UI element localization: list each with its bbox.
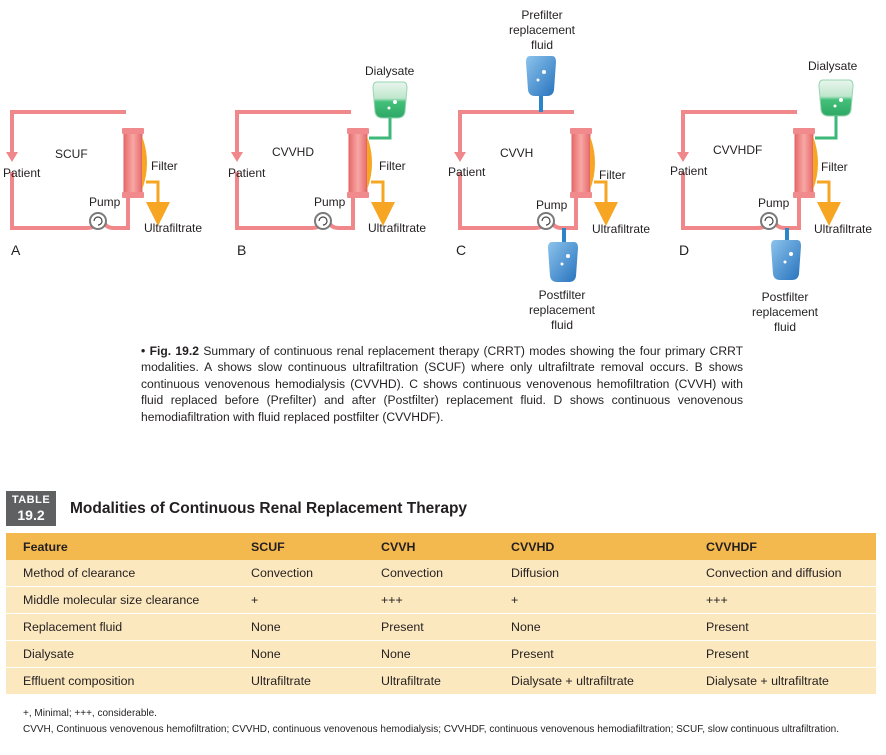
pump-label: Pump bbox=[89, 195, 121, 209]
table-row: Method of clearance Convection Convectio… bbox=[6, 560, 876, 587]
pump-label: Pump bbox=[536, 198, 568, 212]
table-cell: Dialysate + ultrafiltrate bbox=[706, 667, 876, 695]
panel-a-diagram bbox=[6, 110, 170, 230]
table-cell: Present bbox=[381, 613, 511, 641]
filter-label: Filter bbox=[821, 160, 848, 174]
mode-label: CVVHD bbox=[272, 145, 315, 159]
panel-letter: D bbox=[679, 242, 690, 258]
table-cell: Ultrafiltrate bbox=[381, 667, 511, 695]
table-cell: Ultrafiltrate bbox=[251, 667, 381, 695]
table-cell: None bbox=[251, 640, 381, 668]
table-row: Effluent composition Ultrafiltrate Ultra… bbox=[6, 667, 876, 695]
table-cell: Middle molecular size clearance bbox=[6, 586, 251, 614]
table-cell: Dialysate + ultrafiltrate bbox=[511, 667, 706, 695]
table-cell: +++ bbox=[381, 586, 511, 614]
table-row: Dialysate None None Present Present bbox=[6, 640, 876, 668]
table-cell: +++ bbox=[706, 586, 876, 614]
panel-b-diagram bbox=[231, 81, 408, 230]
table-badge-number: 19.2 bbox=[17, 507, 45, 523]
dialysate-label: Dialysate bbox=[365, 64, 415, 78]
panel-c-diagram bbox=[454, 56, 618, 282]
pump-icon bbox=[89, 212, 107, 230]
ultrafiltrate-label: Ultrafiltrate bbox=[368, 221, 427, 235]
patient-label: Patient bbox=[228, 166, 266, 180]
table-cell: Convection bbox=[381, 560, 511, 587]
table-cell: None bbox=[251, 613, 381, 641]
table-row: Replacement fluid None Present None Pres… bbox=[6, 613, 876, 641]
column-header: SCUF bbox=[251, 533, 381, 560]
ultrafiltrate-arrow bbox=[146, 180, 170, 226]
panel-letter: A bbox=[11, 242, 21, 258]
column-header: CVVHD bbox=[511, 533, 706, 560]
table-cell: Diffusion bbox=[511, 560, 706, 587]
pump-icon bbox=[760, 212, 778, 230]
filter-label: Filter bbox=[151, 159, 178, 173]
mode-label: SCUF bbox=[55, 147, 88, 161]
table-cell: Method of clearance bbox=[6, 560, 251, 587]
dialysate-bag-icon bbox=[818, 79, 854, 117]
table-badge: TABLE 19.2 bbox=[6, 491, 56, 526]
table-cell: Effluent composition bbox=[6, 667, 251, 695]
tubing bbox=[10, 110, 126, 154]
column-header: Feature bbox=[6, 533, 251, 560]
table-abbreviations: CVVH, Continuous venovenous hemofiltrati… bbox=[23, 724, 839, 735]
figure-caption: • Fig. 19.2 Summary of continuous renal … bbox=[141, 343, 743, 425]
mode-label: CVVHDF bbox=[713, 143, 763, 157]
filter-label: Filter bbox=[599, 168, 626, 182]
dialysate-bag-icon bbox=[372, 81, 408, 119]
prefilter-bag-icon bbox=[526, 56, 556, 96]
table-cell: Dialysate bbox=[6, 640, 251, 668]
column-header: CVVHDF bbox=[706, 533, 876, 560]
panel-d-diagram bbox=[677, 79, 854, 280]
table-cell: Replacement fluid bbox=[6, 613, 251, 641]
postfilter-bag-icon bbox=[548, 242, 578, 282]
postfilter-bag-icon bbox=[771, 240, 801, 280]
modalities-table: Feature SCUF CVVH CVVHD CVVHDF Method of… bbox=[6, 533, 876, 695]
table-cell: + bbox=[251, 586, 381, 614]
table-cell: + bbox=[511, 586, 706, 614]
table-row: Middle molecular size clearance + +++ + … bbox=[6, 586, 876, 614]
patient-label: Patient bbox=[670, 164, 708, 178]
tubing bbox=[235, 110, 351, 154]
crrt-figure bbox=[6, 56, 854, 282]
ultrafiltrate-label: Ultrafiltrate bbox=[144, 221, 203, 235]
column-header: CVVH bbox=[381, 533, 511, 560]
patient-label: Patient bbox=[448, 165, 486, 179]
table-cell: Present bbox=[511, 640, 706, 668]
panel-letter: C bbox=[456, 242, 467, 258]
ultrafiltrate-label: Ultrafiltrate bbox=[592, 222, 651, 236]
pump-label: Pump bbox=[758, 196, 790, 210]
table-cell: Present bbox=[706, 640, 876, 668]
table-header-row: Feature SCUF CVVH CVVHD CVVHDF bbox=[6, 533, 876, 560]
table-footnote: +, Minimal; +++, considerable. bbox=[23, 708, 157, 719]
pump-icon bbox=[537, 212, 555, 230]
pump-label: Pump bbox=[314, 195, 346, 209]
table-cell: None bbox=[381, 640, 511, 668]
caption-text: Summary of continuous renal replacement … bbox=[141, 344, 743, 424]
panel-letter: B bbox=[237, 242, 247, 258]
table-cell: None bbox=[511, 613, 706, 641]
ultrafiltrate-label: Ultrafiltrate bbox=[814, 222, 873, 236]
pump-icon bbox=[314, 212, 332, 230]
table-cell: Present bbox=[706, 613, 876, 641]
table-title: Modalities of Continuous Renal Replaceme… bbox=[70, 500, 468, 517]
patient-label: Patient bbox=[3, 166, 41, 180]
figure-label: • Fig. 19.2 bbox=[141, 344, 199, 358]
table-badge-label: TABLE bbox=[11, 494, 51, 506]
dialysate-label: Dialysate bbox=[808, 59, 858, 73]
mode-label: CVVH bbox=[500, 146, 534, 160]
table-cell: Convection and diffusion bbox=[706, 560, 876, 587]
table-cell: Convection bbox=[251, 560, 381, 587]
tubing bbox=[458, 110, 574, 154]
patient-arrow-head bbox=[6, 152, 18, 162]
filter-label: Filter bbox=[379, 159, 406, 173]
tubing bbox=[681, 110, 797, 154]
filter-cartridge bbox=[123, 129, 143, 197]
